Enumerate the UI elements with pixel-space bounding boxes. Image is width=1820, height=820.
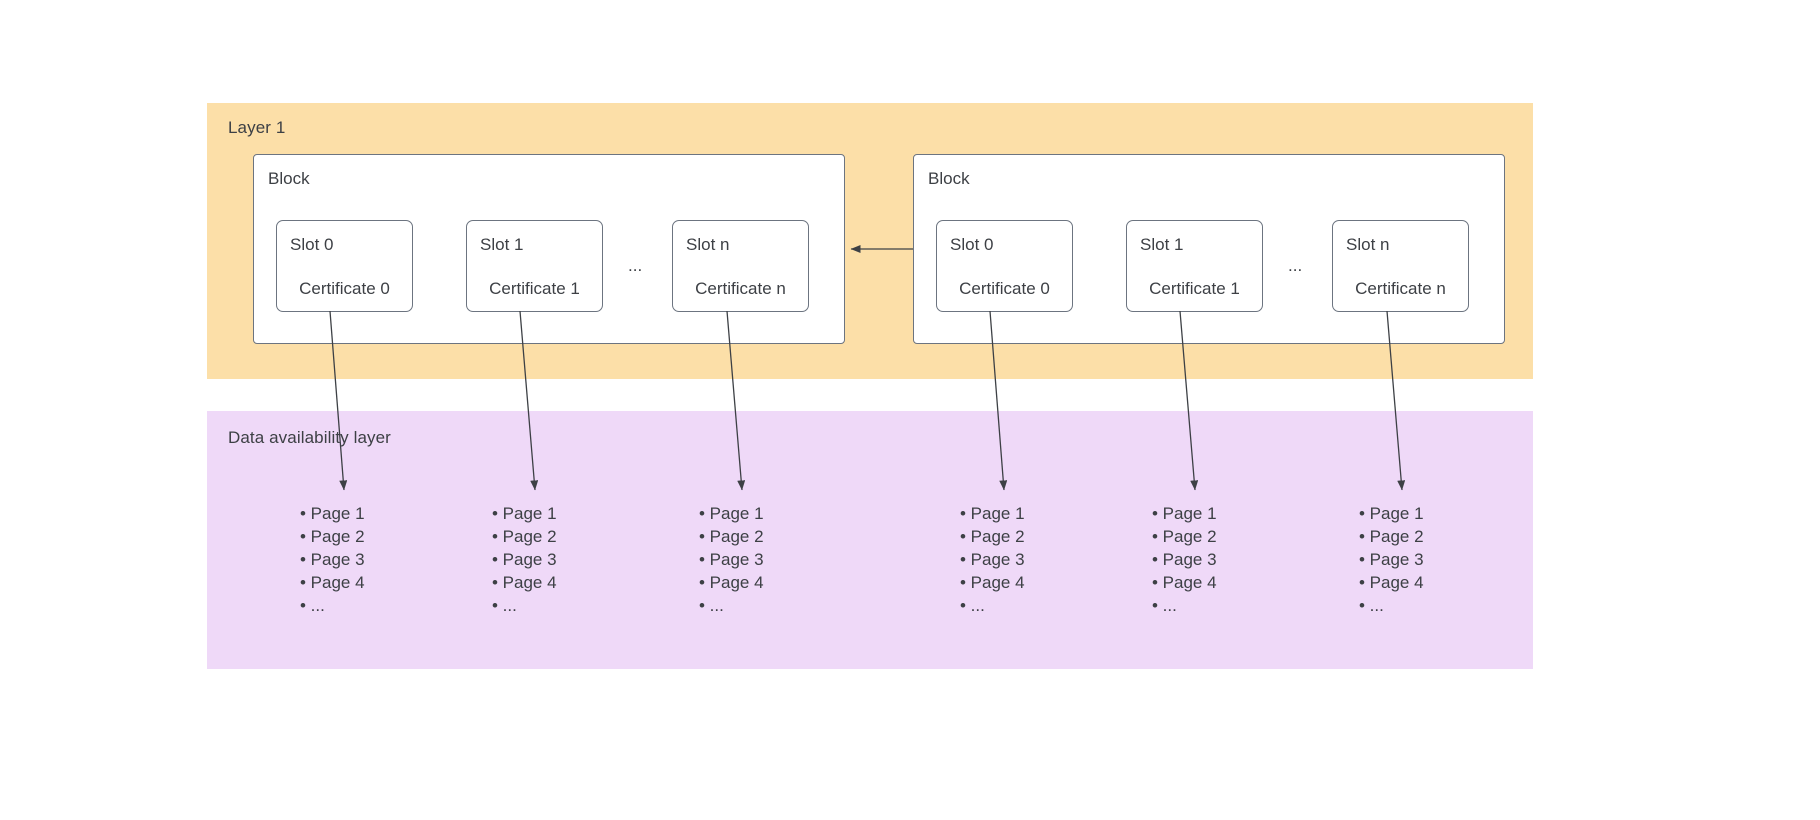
page-list-5: • Page 1 • Page 2 • Page 3 • Page 4 • ..… (1152, 502, 1217, 617)
list-item: • Page 4 (960, 573, 1025, 592)
list-item: • Page 2 (492, 527, 557, 546)
slot-right-1-certificate: Certificate 1 (1149, 279, 1240, 298)
list-item: • Page 2 (699, 527, 764, 546)
list-item: • Page 4 (300, 573, 365, 592)
slot-left-1[interactable]: Slot 1 Certificate 1 (466, 220, 603, 312)
slot-ellipsis-left: ... (628, 256, 643, 275)
slot-right-n-certificate: Certificate n (1355, 279, 1446, 298)
slot-left-n[interactable]: Slot n Certificate n (672, 220, 809, 312)
slot-right-n-title: Slot n (1346, 235, 1390, 254)
slot-right-1[interactable]: Slot 1 Certificate 1 (1126, 220, 1263, 312)
slot-left-n-title: Slot n (686, 235, 730, 254)
slot-right-1-title: Slot 1 (1140, 235, 1184, 254)
slot-left-0[interactable]: Slot 0 Certificate 0 (276, 220, 413, 312)
block-right[interactable]: Block Slot 0 Certificate 0 Slot 1 Certif… (913, 154, 1505, 344)
slot-right-0-title: Slot 0 (950, 235, 994, 254)
list-item: • Page 3 (492, 550, 557, 569)
page-list-6: • Page 1 • Page 2 • Page 3 • Page 4 • ..… (1359, 502, 1424, 617)
page-list-1: • Page 1 • Page 2 • Page 3 • Page 4 • ..… (300, 502, 365, 617)
slot-ellipsis-right: ... (1288, 256, 1303, 275)
slot-right-0-certificate: Certificate 0 (959, 279, 1050, 298)
list-item: • ... (1152, 596, 1177, 615)
page-list-2: • Page 1 • Page 2 • Page 3 • Page 4 • ..… (492, 502, 557, 617)
list-item: • Page 3 (1359, 550, 1424, 569)
slot-left-1-certificate: Certificate 1 (489, 279, 580, 298)
slot-left-1-title: Slot 1 (480, 235, 524, 254)
page-list-3: • Page 1 • Page 2 • Page 3 • Page 4 • ..… (699, 502, 764, 617)
slot-right-n[interactable]: Slot n Certificate n (1332, 220, 1469, 312)
block-left-label: Block (268, 169, 310, 188)
layer1-label: Layer 1 (228, 118, 286, 137)
list-item: • Page 1 (1152, 504, 1217, 523)
list-item: • ... (300, 596, 325, 615)
list-item: • ... (699, 596, 724, 615)
list-item: • Page 3 (699, 550, 764, 569)
list-item: • Page 3 (300, 550, 365, 569)
list-item: • ... (1359, 596, 1384, 615)
list-item: • Page 2 (960, 527, 1025, 546)
data-availability-band (207, 411, 1533, 669)
list-item: • Page 4 (1359, 573, 1424, 592)
block-left[interactable]: Block Slot 0 Certificate 0 Slot 1 Certif… (253, 154, 845, 344)
list-item: • Page 1 (492, 504, 557, 523)
list-item: • Page 2 (300, 527, 365, 546)
list-item: • Page 3 (960, 550, 1025, 569)
list-item: • Page 2 (1359, 527, 1424, 546)
list-item: • Page 1 (699, 504, 764, 523)
list-item: • Page 1 (960, 504, 1025, 523)
list-item: • Page 4 (699, 573, 764, 592)
page-list-4: • Page 1 • Page 2 • Page 3 • Page 4 • ..… (960, 502, 1025, 617)
list-item: • Page 2 (1152, 527, 1217, 546)
list-item: • Page 4 (492, 573, 557, 592)
list-item: • ... (960, 596, 985, 615)
data-availability-label: Data availability layer (228, 428, 391, 447)
slot-right-0[interactable]: Slot 0 Certificate 0 (936, 220, 1073, 312)
block-right-label: Block (928, 169, 970, 188)
slot-left-n-certificate: Certificate n (695, 279, 786, 298)
list-item: • ... (492, 596, 517, 615)
slot-left-0-title: Slot 0 (290, 235, 334, 254)
list-item: • Page 3 (1152, 550, 1217, 569)
list-item: • Page 1 (300, 504, 365, 523)
slot-left-0-certificate: Certificate 0 (299, 279, 390, 298)
list-item: • Page 4 (1152, 573, 1217, 592)
list-item: • Page 1 (1359, 504, 1424, 523)
